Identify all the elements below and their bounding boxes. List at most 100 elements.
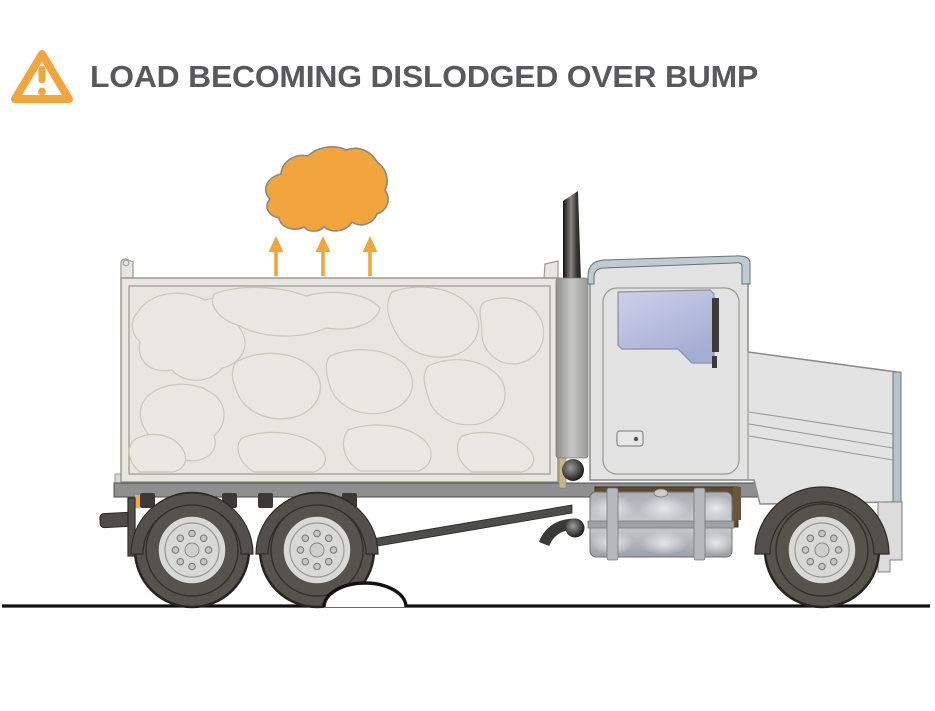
lift-arrows [268,236,378,276]
lug-hole [176,534,185,543]
lug-hole [829,534,838,543]
lug-hole [806,557,815,566]
lug-hole [801,546,810,554]
lug-holes [296,529,338,571]
lug-hole [818,529,826,538]
rear-mud-flap [127,497,136,557]
lug-hole [834,546,843,554]
tank-highlight [698,531,734,555]
rock-shape [342,424,432,472]
rock-shape [325,349,413,415]
rock-load [128,286,545,473]
cab-roof-trim [587,255,751,285]
rear-wheel-2 [258,491,376,609]
lug-hole [818,562,826,571]
spring-hanger [258,493,273,508]
spring-hanger [140,493,155,508]
rock-shape [387,286,480,358]
road-bump [322,581,408,608]
hub-inner-ring [164,522,220,578]
air-cleaner-sphere [562,459,584,481]
tank-strap [693,487,706,561]
hub-inner-ring [289,522,345,578]
rock-shape [456,431,535,473]
lug-hole [188,562,196,571]
page-title: LOAD BECOMING DISLODGED OVER BUMP [90,59,758,94]
rock-shape [231,352,321,420]
axle-hub [814,542,830,558]
lug-holes [801,529,843,571]
lug-hole [324,557,333,566]
hood-seam-line [748,435,894,461]
lug-hole [301,557,310,566]
lug-hole [313,529,321,538]
tank-filler-cap [653,488,669,498]
lug-hole [199,557,208,566]
dump-body [114,258,565,484]
rear-fender-1 [130,492,254,555]
tank-strap [606,487,619,561]
truck-cab [587,255,903,573]
lift-arrow [362,236,378,276]
exhaust-stack [555,191,589,489]
air-tank-sphere [565,518,585,538]
tank-highlight [698,495,734,521]
lug-hole [329,546,338,554]
hub-inner-ring [794,522,850,578]
lug-hole [296,546,305,554]
cab-door-outline [602,287,740,475]
lug-hole [301,534,310,543]
fenders [127,486,890,557]
rear-wheel-1 [133,491,251,609]
rock-shape [423,359,506,426]
door-handle-button [633,436,639,442]
lug-hole [199,534,208,543]
wheels [133,491,881,609]
dump-body-inner-frame [128,285,551,475]
lug-hole [176,557,185,566]
lug-hole [313,562,321,571]
lug-hole [188,529,196,538]
mirror-bracket [712,298,719,352]
dump-body-right-tab [543,260,559,279]
tire-sidewall-line [775,503,869,597]
rock-shape [211,286,381,337]
lug-hole [204,546,213,554]
hood-seam-lines [748,411,894,461]
lug-hole [324,534,333,543]
axle-hub [184,542,200,558]
lug-hole [171,546,180,554]
exhaust-heat-shield [555,277,589,459]
rock-shape [131,292,246,381]
rock-shape [479,297,545,365]
rock-shape [128,433,187,473]
lift-arrow [268,236,284,276]
hood-seam-line [748,423,894,449]
lug-hole [829,557,838,566]
marker-light [135,495,140,508]
front-wheel [763,491,881,609]
exhaust-pipe [563,191,581,282]
rock-shape [237,431,326,473]
tank-highlight [640,495,688,521]
tank-highlight [640,531,688,555]
lug-hole [806,534,815,543]
mirror-bracket-lower [712,356,717,368]
grille-front-edge [892,371,902,503]
rear-fender-2 [255,492,379,555]
cab-door-window [617,289,715,364]
front-fender [754,486,890,555]
dump-body-left-pin [122,259,130,267]
lug-holes [171,529,213,571]
dislodged-load [265,146,389,232]
axle-hub [309,542,325,558]
hood-seam-line [748,411,894,435]
warning-exclamation-bar [38,66,46,83]
tank-mid-band [587,520,735,529]
fuel-tank-box [587,486,741,561]
warning-triangle-icon [11,50,73,103]
warning-exclamation-dot [38,87,46,96]
battery-box-side [733,487,741,520]
